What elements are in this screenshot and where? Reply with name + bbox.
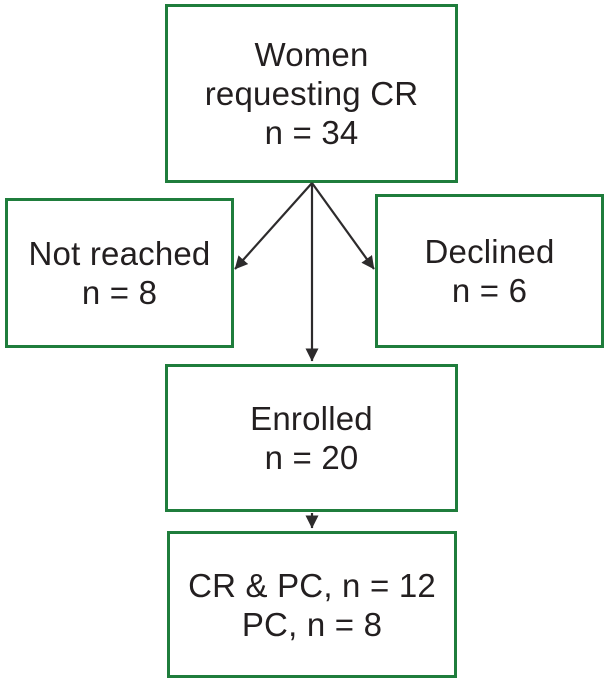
- box-not-reached: Not reached n = 8: [5, 198, 234, 348]
- box-line: n = 20: [264, 439, 359, 476]
- box-line: n = 8: [81, 274, 158, 311]
- box-women-requesting-cr: Women requesting CR n = 34: [165, 4, 458, 183]
- box-line: Declined: [424, 233, 555, 270]
- box-cr-pc-outcome: CR & PC, n = 12 PC, n = 8: [167, 531, 457, 678]
- box-line: requesting CR: [204, 75, 419, 112]
- box-line: n = 34: [264, 114, 359, 151]
- box-line: CR & PC, n = 12: [188, 566, 436, 604]
- box-line: Women: [254, 36, 369, 73]
- box-line: Enrolled: [250, 400, 373, 437]
- arrow-source-to-not-reached-icon: [234, 182, 313, 270]
- box-enrolled: Enrolled n = 20: [165, 364, 458, 512]
- box-declined: Declined n = 6: [375, 194, 604, 348]
- box-line: Not reached: [28, 235, 211, 272]
- box-line: n = 6: [451, 272, 528, 309]
- box-line: PC, n = 8: [241, 605, 383, 643]
- arrow-source-to-declined-icon: [311, 182, 375, 270]
